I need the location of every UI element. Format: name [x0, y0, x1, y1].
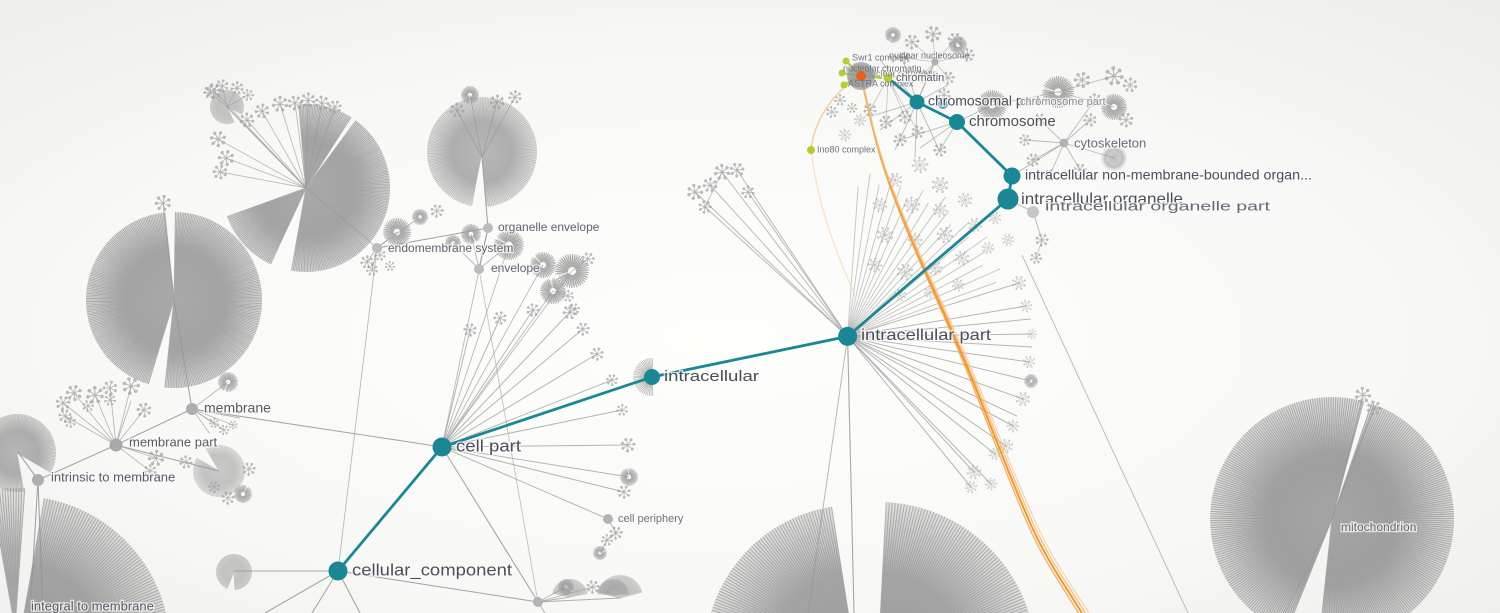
svg-text:integral to membrane: integral to membrane — [31, 598, 154, 613]
svg-text:organelle envelope: organelle envelope — [498, 220, 600, 234]
svg-text:mitochondrion: mitochondrion — [1341, 520, 1416, 534]
svg-text:cellular_component: cellular_component — [352, 560, 512, 579]
svg-text:Ino80 complex: Ino80 complex — [817, 144, 876, 154]
svg-text:cytoskeleton: cytoskeleton — [1074, 135, 1146, 150]
svg-text:intracellular organelle: intracellular organelle — [1021, 191, 1183, 208]
svg-text:chromosome part: chromosome part — [1020, 96, 1106, 108]
svg-text:Swr1 complex: Swr1 complex — [852, 52, 909, 62]
svg-text:intrinsic to membrane: intrinsic to membrane — [51, 469, 175, 484]
svg-text:intracellular part: intracellular part — [861, 327, 992, 344]
svg-text:envelope: envelope — [491, 261, 540, 275]
svg-text:intracellular: intracellular — [664, 368, 759, 385]
svg-text:intracellular non-membrane-bou: intracellular non-membrane-bounded organ… — [1025, 167, 1312, 183]
svg-text:nuclear chromatin: nuclear chromatin — [866, 68, 938, 78]
svg-text:membrane: membrane — [204, 400, 271, 416]
svg-text:chromatin: chromatin — [896, 72, 944, 84]
svg-text:nuclear nucleosome: nuclear nucleosome — [889, 50, 970, 60]
svg-text:nucleolar chromatin: nucleolar chromatin — [843, 63, 922, 73]
svg-text:intracellular organelle part: intracellular organelle part — [1045, 198, 1271, 213]
svg-text:cell part: cell part — [456, 436, 521, 455]
svg-text:membrane part: membrane part — [129, 434, 218, 449]
svg-text:chromosome: chromosome — [969, 113, 1056, 130]
svg-text:cell periphery: cell periphery — [618, 513, 684, 525]
svg-text:chromosomal part: chromosomal part — [928, 93, 1040, 109]
svg-text:endomembrane system: endomembrane system — [388, 241, 513, 255]
svg-text:ASTRA complex: ASTRA complex — [848, 78, 914, 88]
